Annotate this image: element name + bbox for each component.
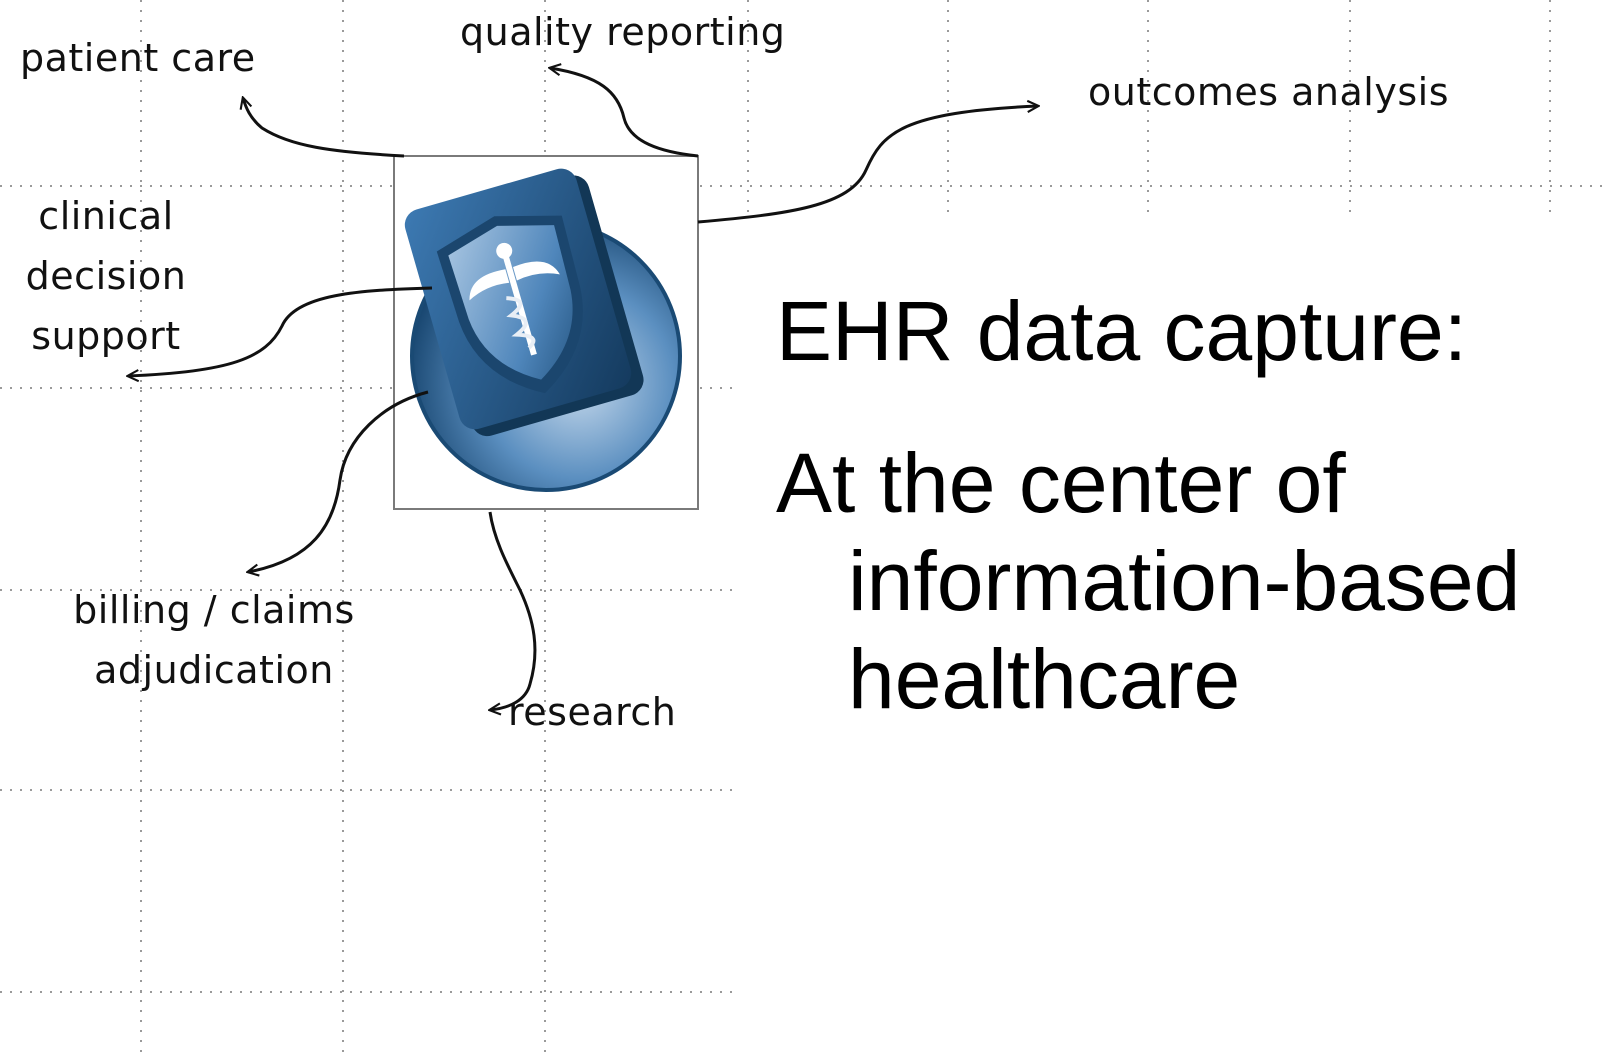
label-billing-claims-adjudication: billing / claims adjudication xyxy=(73,588,355,692)
label-clinical-decision-support: clinical decision support xyxy=(25,194,187,358)
medical-records-caduceus-icon xyxy=(393,155,699,510)
arrow-to-quality-reporting xyxy=(550,68,699,158)
label-outcomes-analysis: outcomes analysis xyxy=(1088,70,1450,114)
slide-title-line-1: EHR data capture: xyxy=(776,284,1468,378)
arrow-to-clinical-decision-support xyxy=(128,286,433,376)
arrow-to-billing-claims xyxy=(248,390,429,572)
arrow-to-outcomes-analysis xyxy=(697,106,1038,224)
arrow-to-research xyxy=(490,511,537,710)
label-patient-care: patient care xyxy=(20,36,256,80)
slide-title-line-4: healthcare xyxy=(848,632,1241,726)
label-quality-reporting: quality reporting xyxy=(460,10,786,54)
label-research: research xyxy=(508,690,677,734)
slide-title-line-3: information-based xyxy=(848,534,1521,628)
arrow-to-patient-care xyxy=(243,98,405,158)
slide-title-line-2: At the center of xyxy=(776,436,1346,530)
